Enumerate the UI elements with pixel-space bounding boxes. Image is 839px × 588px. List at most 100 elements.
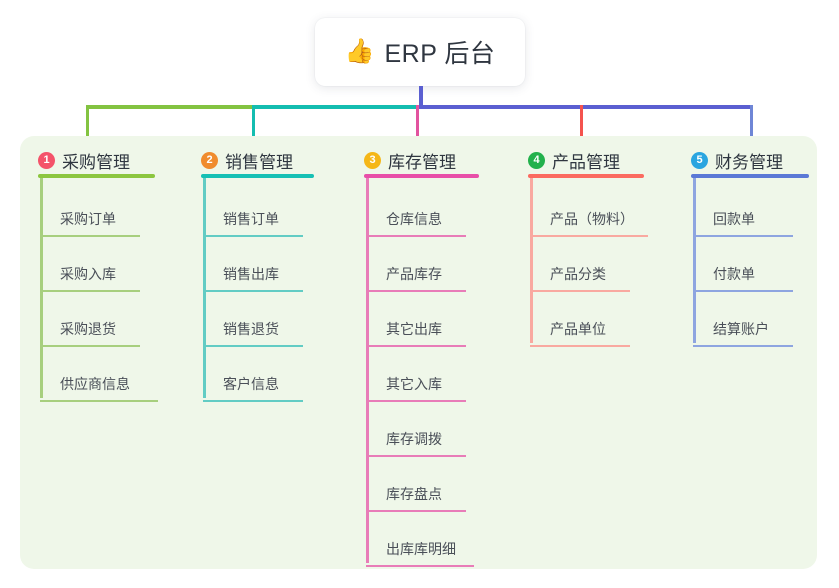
branch-column-finance: 5 财务管理回款单付款单结算账户 — [691, 136, 829, 569]
leaf-item-label: 产品单位 — [550, 321, 606, 337]
leaf-item[interactable]: 仓库信息 — [366, 182, 486, 237]
thumbs-up-icon: 👍 — [344, 38, 375, 65]
leaf-item-rule — [203, 400, 303, 402]
root-node-title: ERP 后台 — [384, 40, 496, 68]
leaf-item-label: 回款单 — [713, 211, 755, 227]
leaf-item[interactable]: 采购订单 — [40, 182, 160, 237]
branch-spine-finance — [693, 178, 696, 343]
branch-badge-sales: 2 — [201, 152, 218, 169]
leaf-item-rule — [693, 345, 793, 347]
leaf-item[interactable]: 采购退货 — [40, 292, 160, 347]
branch-spine-inventory — [366, 178, 369, 563]
leaf-item-rule — [530, 290, 630, 292]
leaf-item-rule — [693, 235, 793, 237]
leaf-item[interactable]: 出库库明细 — [366, 512, 486, 567]
leaf-item-label: 产品分类 — [550, 266, 606, 282]
leaf-item[interactable]: 产品分类 — [530, 237, 650, 292]
leaf-item-rule — [530, 235, 648, 237]
leaf-item-rule — [366, 400, 466, 402]
leaf-item-rule — [203, 345, 303, 347]
leaf-item-rule — [693, 290, 793, 292]
leaf-item[interactable]: 产品（物料） — [530, 182, 650, 237]
branch-header-sales[interactable]: 2 销售管理 — [201, 148, 293, 173]
leaf-item-label: 产品库存 — [386, 266, 442, 282]
branch-title-finance: 财务管理 — [715, 153, 783, 172]
branch-spine-sales — [203, 178, 206, 398]
leaf-item-label: 采购订单 — [60, 211, 116, 227]
root-node-erp-backend[interactable]: 👍 ERP 后台 — [315, 18, 525, 86]
leaf-item-label: 库存调拨 — [386, 431, 442, 447]
leaf-item-rule — [40, 235, 140, 237]
branch-title-purchase: 采购管理 — [62, 153, 130, 172]
leaf-item-label: 销售订单 — [223, 211, 279, 227]
leaf-item-label: 付款单 — [713, 266, 755, 282]
leaf-item[interactable]: 其它入库 — [366, 347, 486, 402]
branch-rule-finance — [691, 174, 809, 178]
leaf-item[interactable]: 销售退货 — [203, 292, 323, 347]
branch-column-sales: 2 销售管理销售订单销售出库销售退货客户信息 — [201, 136, 334, 569]
branch-badge-finance: 5 — [691, 152, 708, 169]
leaf-item-label: 产品（物料） — [550, 211, 634, 227]
branch-column-purchase: 1 采购管理采购订单采购入库采购退货供应商信息 — [38, 136, 175, 569]
leaf-item-label: 供应商信息 — [60, 376, 130, 392]
leaf-item-label: 其它入库 — [386, 376, 442, 392]
leaf-item-label: 采购入库 — [60, 266, 116, 282]
leaf-item[interactable]: 回款单 — [693, 182, 813, 237]
leaf-item-label: 销售出库 — [223, 266, 279, 282]
drop-finance — [750, 105, 753, 139]
mindmap-panel: 1 采购管理采购订单采购入库采购退货供应商信息 2 销售管理销售订单销售出库销售退货客… — [20, 136, 817, 569]
leaf-item-label: 库存盘点 — [386, 486, 442, 502]
branch-header-inventory[interactable]: 3 库存管理 — [364, 148, 456, 173]
leaf-item[interactable]: 销售出库 — [203, 237, 323, 292]
branch-spine-purchase — [40, 178, 43, 398]
drop-product — [580, 105, 583, 139]
branch-badge-inventory: 3 — [364, 152, 381, 169]
leaf-item-label: 结算账户 — [713, 321, 769, 337]
branch-column-inventory: 3 库存管理仓库信息产品库存其它出库其它入库库存调拨库存盘点出库库明细 — [364, 136, 499, 569]
leaf-item-rule — [366, 345, 466, 347]
branch-rule-purchase — [38, 174, 155, 178]
leaf-item[interactable]: 产品库存 — [366, 237, 486, 292]
leaf-item-label: 其它出库 — [386, 321, 442, 337]
leaf-item-label: 出库库明细 — [386, 541, 456, 557]
branch-title-product: 产品管理 — [552, 153, 620, 172]
leaf-item-label: 仓库信息 — [386, 211, 442, 227]
leaf-item[interactable]: 库存盘点 — [366, 457, 486, 512]
drop-purchase — [86, 105, 89, 139]
leaf-item[interactable]: 产品单位 — [530, 292, 650, 347]
leaf-item-label: 客户信息 — [223, 376, 279, 392]
leaf-item-rule — [530, 345, 630, 347]
branch-rule-product — [528, 174, 644, 178]
leaf-item-label: 采购退货 — [60, 321, 116, 337]
leaf-item-rule — [203, 235, 303, 237]
leaf-item-rule — [366, 290, 466, 292]
segment-purple — [419, 105, 752, 109]
leaf-item[interactable]: 供应商信息 — [40, 347, 160, 402]
leaf-item-rule — [366, 510, 466, 512]
segment-green — [86, 105, 252, 109]
leaf-item-rule — [366, 565, 474, 567]
leaf-item[interactable]: 库存调拨 — [366, 402, 486, 457]
branch-badge-purchase: 1 — [38, 152, 55, 169]
leaf-item-label: 销售退货 — [223, 321, 279, 337]
leaf-item-rule — [366, 235, 466, 237]
branch-title-inventory: 库存管理 — [388, 153, 456, 172]
leaf-item[interactable]: 采购入库 — [40, 237, 160, 292]
leaf-item[interactable]: 其它出库 — [366, 292, 486, 347]
leaf-item[interactable]: 客户信息 — [203, 347, 323, 402]
leaf-item[interactable]: 销售订单 — [203, 182, 323, 237]
leaf-item-rule — [203, 290, 303, 292]
root-stem-connector — [419, 86, 423, 107]
leaf-item[interactable]: 结算账户 — [693, 292, 813, 347]
branch-header-finance[interactable]: 5 财务管理 — [691, 148, 783, 173]
leaf-item[interactable]: 付款单 — [693, 237, 813, 292]
branch-title-sales: 销售管理 — [225, 153, 293, 172]
branch-header-purchase[interactable]: 1 采购管理 — [38, 148, 130, 173]
leaf-item-rule — [40, 400, 158, 402]
leaf-item-rule — [366, 455, 466, 457]
branch-rule-sales — [201, 174, 314, 178]
branch-spine-product — [530, 178, 533, 343]
